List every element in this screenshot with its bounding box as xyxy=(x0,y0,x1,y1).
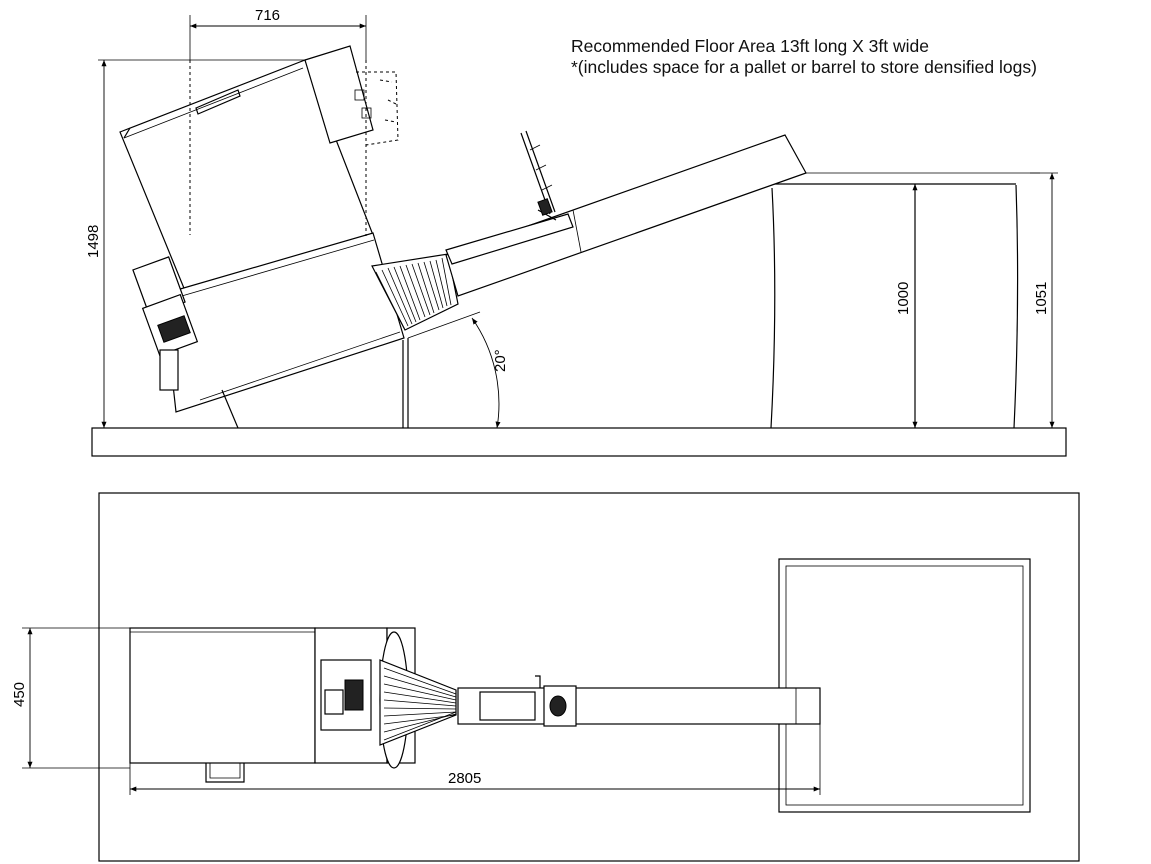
top-view-floor-area xyxy=(98,492,1080,862)
floor-area-note-line1: Recommended Floor Area 13ft long X 3ft w… xyxy=(571,36,929,56)
floor-area-note: Recommended Floor Area 13ft long X 3ft w… xyxy=(571,36,1037,78)
top-view-conveyor xyxy=(457,675,821,727)
top-view-hopper xyxy=(129,627,316,783)
side-view: 20° 716 1498 1000 1051 xyxy=(85,7,1067,457)
top-view-pallet xyxy=(778,558,1031,813)
side-view-funnel xyxy=(371,253,459,331)
side-view-motor xyxy=(132,256,199,391)
side-view-angle-label: 20° xyxy=(492,349,509,372)
top-view: 450 2805 xyxy=(11,492,1080,862)
dim-height: 1498 xyxy=(85,59,305,428)
side-view-floor-base xyxy=(91,427,1067,457)
side-view-hopper xyxy=(119,45,374,299)
top-view-funnel xyxy=(379,631,457,769)
dim-conveyor-height: 1051 xyxy=(1030,172,1058,428)
dim-top-view-length-label: 2805 xyxy=(448,770,481,787)
dim-pallet-height-label: 1000 xyxy=(895,282,912,315)
dim-top-view-width-label: 450 xyxy=(11,682,28,707)
floor-area-note-line2: *(includes space for a pallet or barrel … xyxy=(571,57,1037,77)
side-view-dashed-outline xyxy=(189,60,399,236)
side-view-conveyor xyxy=(445,130,807,297)
dim-pallet-height: 1000 xyxy=(895,184,918,428)
dim-height-label: 1498 xyxy=(85,225,102,258)
side-view-angle-indicator: 20° xyxy=(407,311,509,429)
dim-conveyor-height-label: 1051 xyxy=(1033,282,1050,315)
dim-top-width: 716 xyxy=(189,7,367,60)
dim-top-width-label: 716 xyxy=(255,7,280,24)
dim-top-view-width: 450 xyxy=(11,627,130,769)
dim-top-view-length: 2805 xyxy=(129,724,821,795)
